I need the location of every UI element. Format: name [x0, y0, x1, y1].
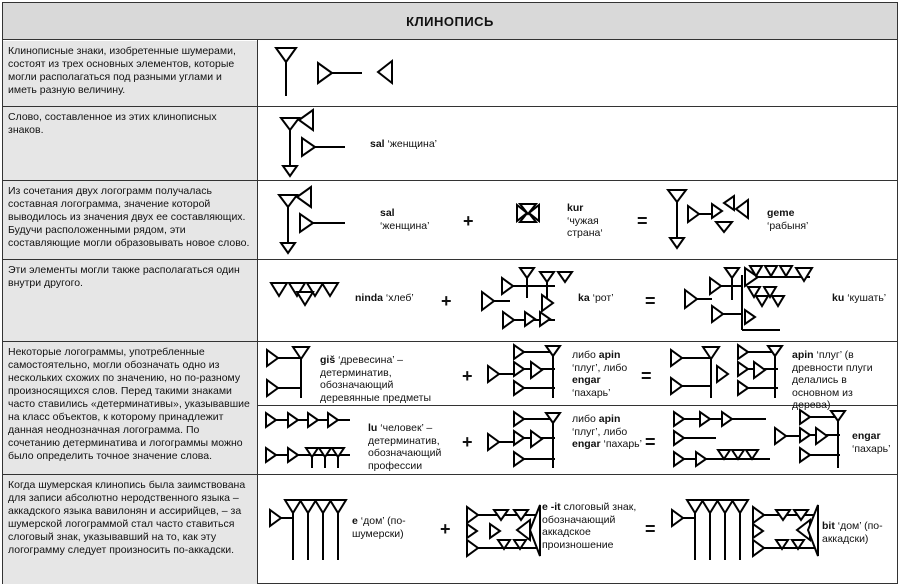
- gloss: ‘хлеб’: [385, 292, 414, 304]
- gloss: ‘древесина’ – детерминатив, обозначающий…: [320, 354, 432, 404]
- apin-engar-label: либо apin ‘плуг’, либо engar ‘пахарь’: [572, 349, 627, 399]
- row-1-description: Клинописные знаки, изобретенные шумерами…: [3, 41, 257, 106]
- gloss: ‘плуг’ (в древности плуги делались в осн…: [792, 349, 873, 411]
- gloss: ‘плуг’, либо: [572, 361, 628, 374]
- gloss: ‘человек’ – детерминатив, обозначающий п…: [368, 422, 442, 472]
- gloss: ‘рабыня’: [767, 219, 809, 232]
- gloss: ‘женщина’: [387, 138, 438, 150]
- word: bit: [822, 520, 835, 532]
- geme-label: geme‘рабыня’: [767, 207, 808, 232]
- gis-label: giš ‘древесина’ – детерминатив, обознача…: [320, 354, 448, 404]
- word: ninda: [355, 292, 383, 304]
- plus-sign: +: [440, 519, 451, 539]
- gloss: ‘кушать’: [847, 292, 887, 304]
- plus-sign: +: [441, 291, 452, 311]
- ninda-label: ninda ‘хлеб’: [355, 292, 414, 305]
- row-3-description: Из сочетания двух логограмм получалась с…: [3, 181, 257, 259]
- engar-label: engar ‘пахарь’: [852, 430, 890, 455]
- apin-engar-label: либо apin ‘плуг’, либо engar ‘пахарь’: [572, 413, 642, 451]
- gloss: ‘чужая страна‘: [567, 214, 603, 240]
- word: ku: [832, 292, 845, 304]
- gloss: ‘пахарь’: [852, 442, 891, 455]
- row-6-description: Когда шумерская клинопись была заимствов…: [3, 475, 257, 584]
- gloss: ‘дом’ (по-аккадски): [822, 520, 883, 545]
- divider: [3, 180, 897, 181]
- alt-prefix: либо: [572, 413, 596, 425]
- word: sal: [370, 138, 385, 150]
- equals-sign: =: [637, 211, 648, 231]
- gloss: слоговый знак, обозначающий аккадское пр…: [542, 501, 637, 551]
- divider: [3, 259, 897, 260]
- word: e -it: [542, 501, 561, 513]
- word: engar: [852, 430, 881, 442]
- divider: [3, 474, 897, 475]
- gloss: ‘плуг’, либо: [572, 425, 628, 438]
- equals-sign: =: [645, 291, 656, 311]
- kur-label: kur‘чужая страна‘: [567, 202, 611, 240]
- word: geme: [767, 207, 795, 219]
- equals-sign: =: [645, 519, 656, 539]
- word: sal: [380, 207, 395, 219]
- row-2-description: Слово, составленное из этих клинописных …: [3, 107, 257, 180]
- equals-sign: =: [641, 366, 652, 386]
- row-4-description: Эти элементы могли также располагаться о…: [3, 260, 257, 341]
- gloss: ‘дом’ (по-шумерски): [352, 515, 406, 540]
- plus-sign: +: [463, 211, 474, 231]
- sub-divider: [258, 405, 897, 406]
- row-5-description: Некоторые логограммы, употребленные само…: [3, 342, 257, 474]
- gloss: ‘пахарь’: [572, 386, 611, 399]
- plus-sign: +: [462, 432, 473, 452]
- divider: [3, 341, 897, 342]
- word: apin: [792, 349, 814, 361]
- e-it-label: e -it слоговый знак, обозначающий аккадс…: [542, 501, 654, 551]
- gloss: ‘рот’: [592, 292, 614, 304]
- gloss: ‘пахарь’: [603, 438, 642, 450]
- word: apin: [598, 413, 621, 425]
- equals-sign: =: [645, 432, 656, 452]
- sal-label: sal‘женщина’: [380, 207, 429, 232]
- divider: [3, 106, 897, 107]
- word: engar: [572, 374, 601, 386]
- word: e: [352, 515, 358, 527]
- plus-sign: +: [462, 366, 473, 386]
- sal-label: sal ‘женщина’: [370, 138, 437, 151]
- word: engar: [572, 438, 601, 450]
- word: lu: [368, 422, 378, 434]
- lu-label: lu ‘человек’ – детерминатив, обозначающи…: [368, 422, 458, 472]
- apin-result-label: apin ‘плуг’ (в древности плуги делались …: [792, 349, 892, 412]
- ku-label: ku ‘кушать’: [832, 292, 886, 305]
- word: ka: [578, 292, 590, 304]
- ka-label: ka ‘рот’: [578, 292, 614, 305]
- e-label: e ‘дом’ (по-шумерски): [352, 515, 432, 540]
- word: apin: [598, 349, 621, 361]
- word: kur: [567, 202, 584, 214]
- gloss: ‘женщина’: [380, 219, 430, 232]
- word: giš: [320, 354, 336, 366]
- page-title: КЛИНОПИСЬ: [3, 3, 897, 40]
- column-divider: [257, 40, 258, 584]
- alt-prefix: либо: [572, 349, 596, 361]
- bit-label: bit ‘дом’ (по-аккадски): [822, 520, 896, 545]
